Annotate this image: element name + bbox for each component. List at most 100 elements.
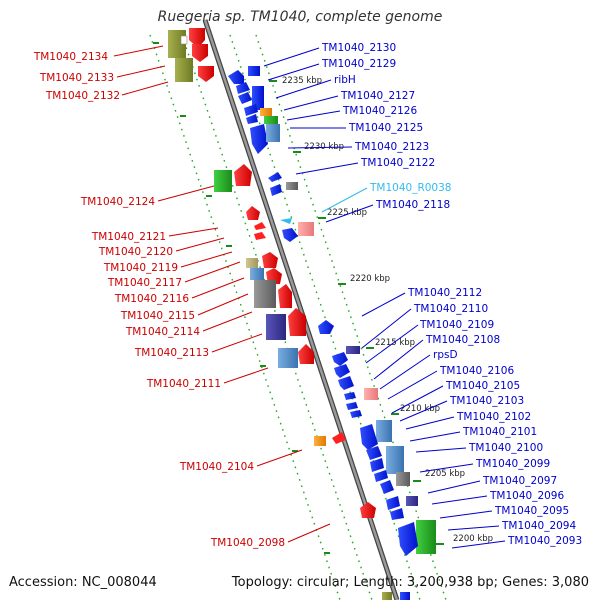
gene-label[interactable]: TM1040_2116 <box>114 293 189 305</box>
gene-label[interactable]: TM1040_R0038 <box>369 182 451 194</box>
leader-line <box>321 187 368 213</box>
leader-line <box>267 63 320 81</box>
gene-feature <box>248 66 260 76</box>
gene-label[interactable]: TM1040_2110 <box>413 303 488 315</box>
gene-label[interactable]: TM1040_2134 <box>33 51 108 63</box>
gene-feature <box>396 472 410 486</box>
gene-label[interactable]: TM1040_2113 <box>134 347 209 359</box>
leader-line <box>184 261 241 283</box>
gene-label[interactable]: TM1040_2127 <box>340 90 415 102</box>
gene-label[interactable]: TM1040_2123 <box>354 141 429 153</box>
gene-label[interactable]: TM1040_2101 <box>462 426 537 438</box>
leader-line <box>275 79 332 99</box>
gene-label[interactable]: TM1040_2111 <box>146 378 221 390</box>
kbp-label: 2225 kbp <box>327 208 367 218</box>
gene-label[interactable]: TM1040_2117 <box>107 277 182 289</box>
gene-label[interactable]: TM1040_2112 <box>407 287 482 299</box>
gene-feature <box>262 252 278 268</box>
gene-label[interactable]: TM1040_2096 <box>489 490 564 502</box>
gene-label[interactable]: TM1040_2098 <box>210 537 285 549</box>
gene-label[interactable]: TM1040_2125 <box>348 122 423 134</box>
leader-line <box>157 185 215 202</box>
gene-feature <box>282 228 298 242</box>
gene-label[interactable]: TM1040_2121 <box>91 231 166 243</box>
gene-feature <box>314 436 326 446</box>
gene-feature <box>214 170 232 192</box>
gene-feature <box>346 402 358 410</box>
gene-label[interactable]: TM1040_2130 <box>321 42 396 54</box>
gene-label[interactable]: TM1040_2132 <box>45 90 120 102</box>
gene-feature <box>334 364 350 378</box>
gene-feature <box>386 446 404 474</box>
gene-feature <box>298 344 314 364</box>
leader-line <box>391 385 444 414</box>
gene-label[interactable]: TM1040_2119 <box>103 262 178 274</box>
gene-label[interactable]: TM1040_2102 <box>456 411 531 423</box>
gene-feature <box>416 520 436 554</box>
gene-feature <box>374 470 388 482</box>
track-line-left-outer <box>149 34 341 600</box>
gene-feature <box>360 424 378 450</box>
leader-line <box>405 416 455 430</box>
gene-feature <box>298 222 314 236</box>
leader-line <box>211 333 263 353</box>
gene-feature <box>198 66 214 82</box>
track-line-right-outer <box>255 34 447 600</box>
gene-label[interactable]: TM1040_2118 <box>375 199 450 211</box>
gene-feature <box>260 108 272 116</box>
leader-line <box>286 110 341 121</box>
left-labels: TM1040_2134 TM1040_2133 TM1040_2132 TM10… <box>33 51 285 549</box>
gene-feature <box>400 592 410 600</box>
gene-feature <box>278 348 298 368</box>
gene-label[interactable]: TM1040_2093 <box>507 535 582 547</box>
kbp-label: 2235 kbp <box>282 76 322 86</box>
gene-label[interactable]: TM1040_2122 <box>360 157 435 169</box>
gene-label[interactable]: TM1040_2126 <box>342 105 417 117</box>
gene-label[interactable]: TM1040_2129 <box>321 58 396 70</box>
leader-line <box>387 370 438 400</box>
gene-label[interactable]: TM1040_2099 <box>475 458 550 470</box>
kbp-label: 2205 kbp <box>425 469 465 479</box>
gene-label[interactable]: TM1040_2114 <box>125 326 200 338</box>
accession-label: Accession: NC_008044 <box>9 575 157 590</box>
gene-label[interactable]: TM1040_2094 <box>501 520 576 532</box>
leader-line <box>365 324 419 364</box>
leader-line <box>447 525 500 531</box>
gene-feature <box>246 206 260 220</box>
gene-label[interactable]: TM1040_2104 <box>179 461 254 473</box>
leader-line <box>121 81 169 96</box>
gene-label[interactable]: TM1040_2115 <box>120 310 195 322</box>
gene-label[interactable]: TM1040_2095 <box>494 505 569 517</box>
gene-label[interactable]: TM1040_2120 <box>98 246 173 258</box>
leader-line <box>325 204 374 223</box>
gene-label[interactable]: TM1040_2106 <box>439 365 514 377</box>
right-labels: TM1040_2130 TM1040_2129 ribH TM1040_2127… <box>321 42 582 547</box>
gene-features <box>168 28 436 600</box>
gene-label[interactable]: TM1040_2108 <box>425 334 500 346</box>
genome-backbone-highlight <box>203 19 399 600</box>
leader-lines <box>113 45 506 549</box>
leader-line <box>427 480 481 494</box>
map-title: Ruegeria sp. TM1040, complete genome <box>157 9 443 25</box>
gene-feature <box>270 184 282 196</box>
leader-line <box>451 540 506 549</box>
gene-label[interactable]: TM1040_2105 <box>445 380 520 392</box>
gene-label[interactable]: TM1040_2100 <box>468 442 543 454</box>
leader-line <box>431 495 488 505</box>
tick-marks <box>153 42 444 554</box>
gene-label[interactable]: TM1040_2103 <box>449 395 524 407</box>
gene-label[interactable]: rpsD <box>433 349 458 361</box>
gene-feature <box>360 502 376 518</box>
gene-label[interactable]: TM1040_2097 <box>482 475 557 487</box>
leader-line <box>168 227 219 237</box>
gene-feature <box>370 458 384 472</box>
gene-label[interactable]: ribH <box>334 74 356 86</box>
gene-label[interactable]: TM1040_2124 <box>80 196 155 208</box>
gene-feature <box>288 308 306 336</box>
gene-label[interactable]: TM1040_2109 <box>419 319 494 331</box>
gene-feature <box>234 164 252 186</box>
gene-label[interactable]: TM1040_2133 <box>39 72 114 84</box>
gene-feature <box>280 218 292 224</box>
gene-feature <box>350 410 362 418</box>
